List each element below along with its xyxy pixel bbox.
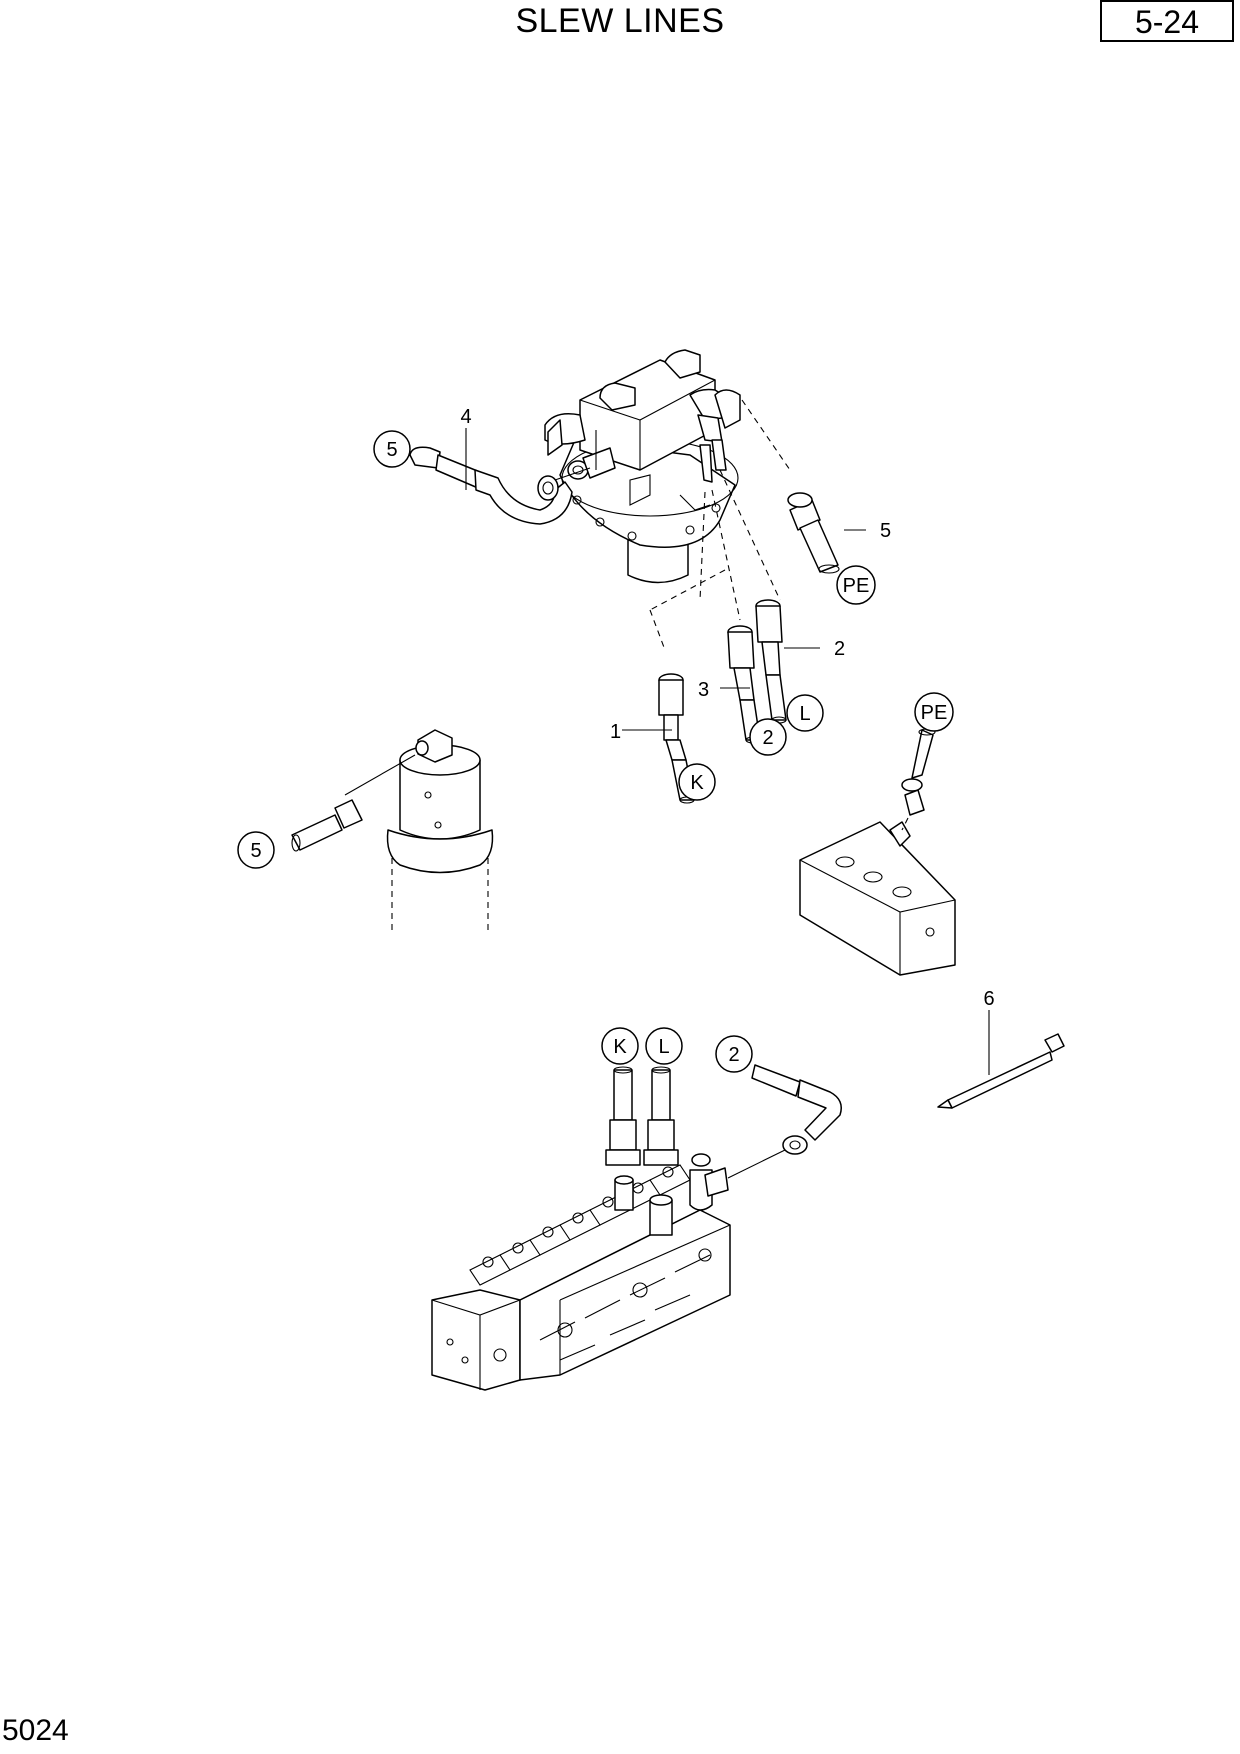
hose-assembly-5-pe	[787, 492, 840, 574]
valve-block-pe	[799, 728, 956, 976]
callout-bubble-pe-top: PE	[836, 565, 876, 605]
hose-k-bottom	[605, 1066, 641, 1166]
page-title: SLEW LINES	[515, 2, 725, 40]
svg-text:K: K	[613, 1036, 627, 1058]
svg-text:PE: PE	[921, 702, 948, 724]
callout-bubble-k-bottom: K	[601, 1027, 639, 1065]
callout-bubble-l-top: L	[786, 694, 824, 732]
control-valve-bank	[431, 1149, 786, 1391]
callout-bubble-2-top: 2	[749, 718, 787, 756]
svg-text:5: 5	[250, 840, 261, 862]
footer-code: 5024	[2, 1714, 69, 1747]
hose-2-bottom	[751, 1064, 842, 1155]
callout-label-5: 5	[880, 520, 891, 542]
hose-l-bottom	[643, 1066, 679, 1166]
svg-text:2: 2	[728, 1044, 739, 1066]
svg-text:PE: PE	[843, 575, 870, 597]
callout-bubble-k-top: K	[678, 763, 716, 801]
svg-text:K: K	[690, 772, 704, 794]
svg-text:5: 5	[386, 439, 397, 461]
callout-bubble-5-cylinder: 5	[237, 831, 275, 869]
page-number-box: 5-24	[1100, 0, 1234, 42]
cable-tie-6	[937, 1033, 1065, 1109]
callout-bubble-l-bottom: L	[645, 1027, 683, 1065]
svg-text:L: L	[658, 1036, 669, 1058]
hydraulic-cylinder	[344, 729, 494, 935]
hose-assembly-4	[409, 446, 591, 525]
callout-bubble-pe-right: PE	[914, 692, 954, 732]
swivel-joint	[544, 349, 791, 651]
callout-label-1: 1	[610, 721, 621, 743]
callout-label-3: 3	[698, 679, 709, 701]
callout-bubble-2-bottom: 2	[715, 1035, 753, 1073]
hose-assembly-2	[755, 599, 787, 724]
callout-label-4: 4	[460, 406, 471, 428]
callout-label-2: 2	[834, 638, 845, 660]
svg-text:L: L	[799, 703, 810, 725]
hose-assembly-5-cylinder	[291, 799, 363, 852]
callout-label-6: 6	[983, 988, 994, 1010]
callout-bubble-5-top-left: 5	[373, 430, 411, 468]
svg-text:2: 2	[762, 727, 773, 749]
